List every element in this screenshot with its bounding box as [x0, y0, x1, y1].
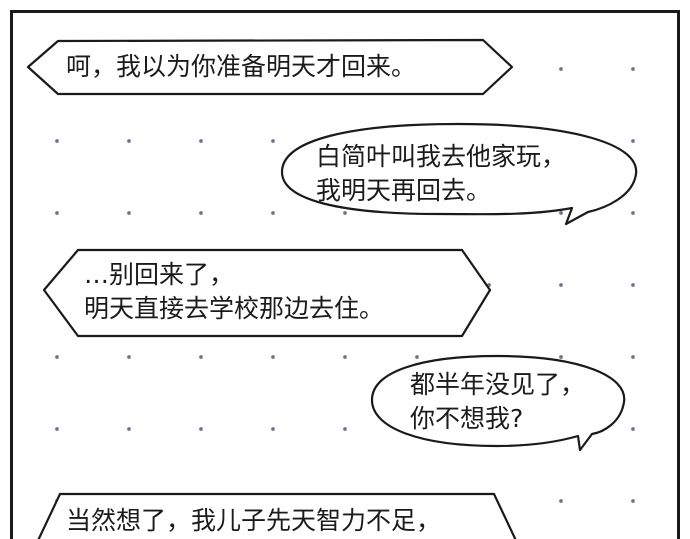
speech-bubble-2	[280, 122, 638, 226]
dialogue-line: 都半年没见了，	[410, 370, 586, 399]
speech-bubble-3	[42, 248, 492, 338]
speech-bubble-4	[370, 354, 626, 452]
dialogue-text-5: 当然想了，我儿子先天智力不足，	[66, 504, 441, 538]
dialogue-text-2: 白简叶叫我去他家玩， 我明天再回去。	[316, 140, 566, 208]
dialogue-line: …别回来了，	[84, 260, 235, 289]
dialogue-text-1: 呵，我以为你准备明天才回来。	[66, 50, 416, 84]
dialogue-line: 你不想我?	[410, 404, 524, 433]
dialogue-line: 呵，我以为你准备明天才回来。	[66, 52, 417, 81]
dialogue-line: 当然想了，我儿子先天智力不足，	[66, 506, 442, 535]
dialogue-line: 白简叶叫我去他家玩，	[316, 142, 567, 171]
dialogue-text-4: 都半年没见了， 你不想我?	[410, 368, 585, 436]
speech-bubble-5	[37, 492, 517, 539]
dialogue-line: 我明天再回去。	[316, 176, 492, 205]
dialogue-text-3: …别回来了， 明天直接去学校那边去住。	[84, 258, 384, 326]
speech-bubble-1	[26, 38, 514, 96]
dialogue-line: 明天直接去学校那边去住。	[84, 294, 385, 323]
